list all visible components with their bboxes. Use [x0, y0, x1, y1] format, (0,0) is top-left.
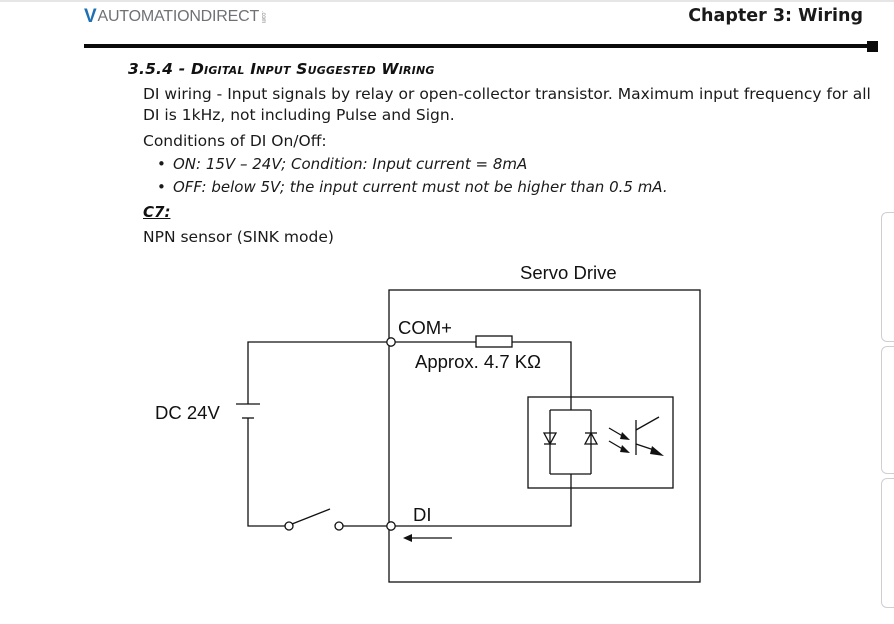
wire-resistor-to-opto — [512, 341, 572, 397]
side-tab-2[interactable] — [881, 346, 894, 474]
di-terminal — [386, 521, 396, 531]
com-label: COM+ — [398, 317, 452, 338]
switch-left-contact — [284, 521, 294, 531]
bullet-dot: • — [157, 178, 166, 196]
wire-di-to-opto — [394, 488, 572, 527]
light-arrowhead-2 — [620, 445, 630, 453]
conditions-heading: Conditions of DI On/Off: — [143, 132, 327, 150]
bullet-on: • ON: 15V – 24V; Condition: Input current… — [157, 155, 527, 173]
side-tab-1[interactable] — [881, 212, 894, 342]
emitter-arrowhead — [650, 446, 664, 456]
wire-bottom-left — [247, 418, 286, 527]
dc-voltage-label: DC 24V — [155, 402, 220, 423]
logo-v-mark: V — [84, 6, 97, 27]
com-terminal — [386, 337, 396, 347]
di-label: DI — [413, 504, 432, 525]
description-line-2: DI is 1kHz, not including Pulse and Sign… — [143, 106, 455, 124]
header-rule — [84, 44, 873, 48]
chapter-title: Chapter 3: Wiring — [688, 6, 863, 26]
led-diode-right — [583, 431, 599, 445]
c7-label: C7: — [143, 203, 171, 221]
description-line-1: DI wiring - Input signals by relay or op… — [143, 85, 871, 103]
header-rule-end-block — [867, 41, 878, 52]
phototransistor-collector — [635, 416, 660, 431]
resistor — [475, 335, 513, 348]
bullet-dot: • — [157, 155, 166, 173]
switch-right-contact — [334, 521, 344, 531]
top-border — [0, 0, 894, 2]
servo-drive-box — [388, 289, 701, 583]
automationdirect-logo[interactable]: V AUTOMATIONDIRECT .com — [84, 6, 267, 27]
switch-blade — [291, 508, 331, 525]
resistor-label: Approx. 4.7 KΩ — [415, 351, 541, 372]
logo-dotcom: .com — [260, 10, 267, 24]
bullet-off: • OFF: below 5V; the input current must n… — [157, 178, 668, 196]
c7-description: NPN sensor (SINK mode) — [143, 228, 334, 246]
optocoupler-box — [527, 396, 674, 489]
light-arrowhead-1 — [620, 432, 630, 440]
servo-drive-label: Servo Drive — [520, 262, 617, 283]
bullet-off-text: OFF: below 5V; the input current must no… — [173, 178, 668, 196]
led-diode-left — [542, 432, 558, 446]
side-tab-3[interactable] — [881, 478, 894, 608]
logo-text: AUTOMATIONDIRECT — [97, 8, 260, 25]
di-arrowhead — [403, 534, 412, 542]
section-title: 3.5.4 - Digital Input Suggested Wiring — [128, 60, 435, 78]
bullet-on-text: ON: 15V – 24V; Condition: Input current … — [173, 155, 528, 173]
wire-top-left — [247, 341, 388, 404]
